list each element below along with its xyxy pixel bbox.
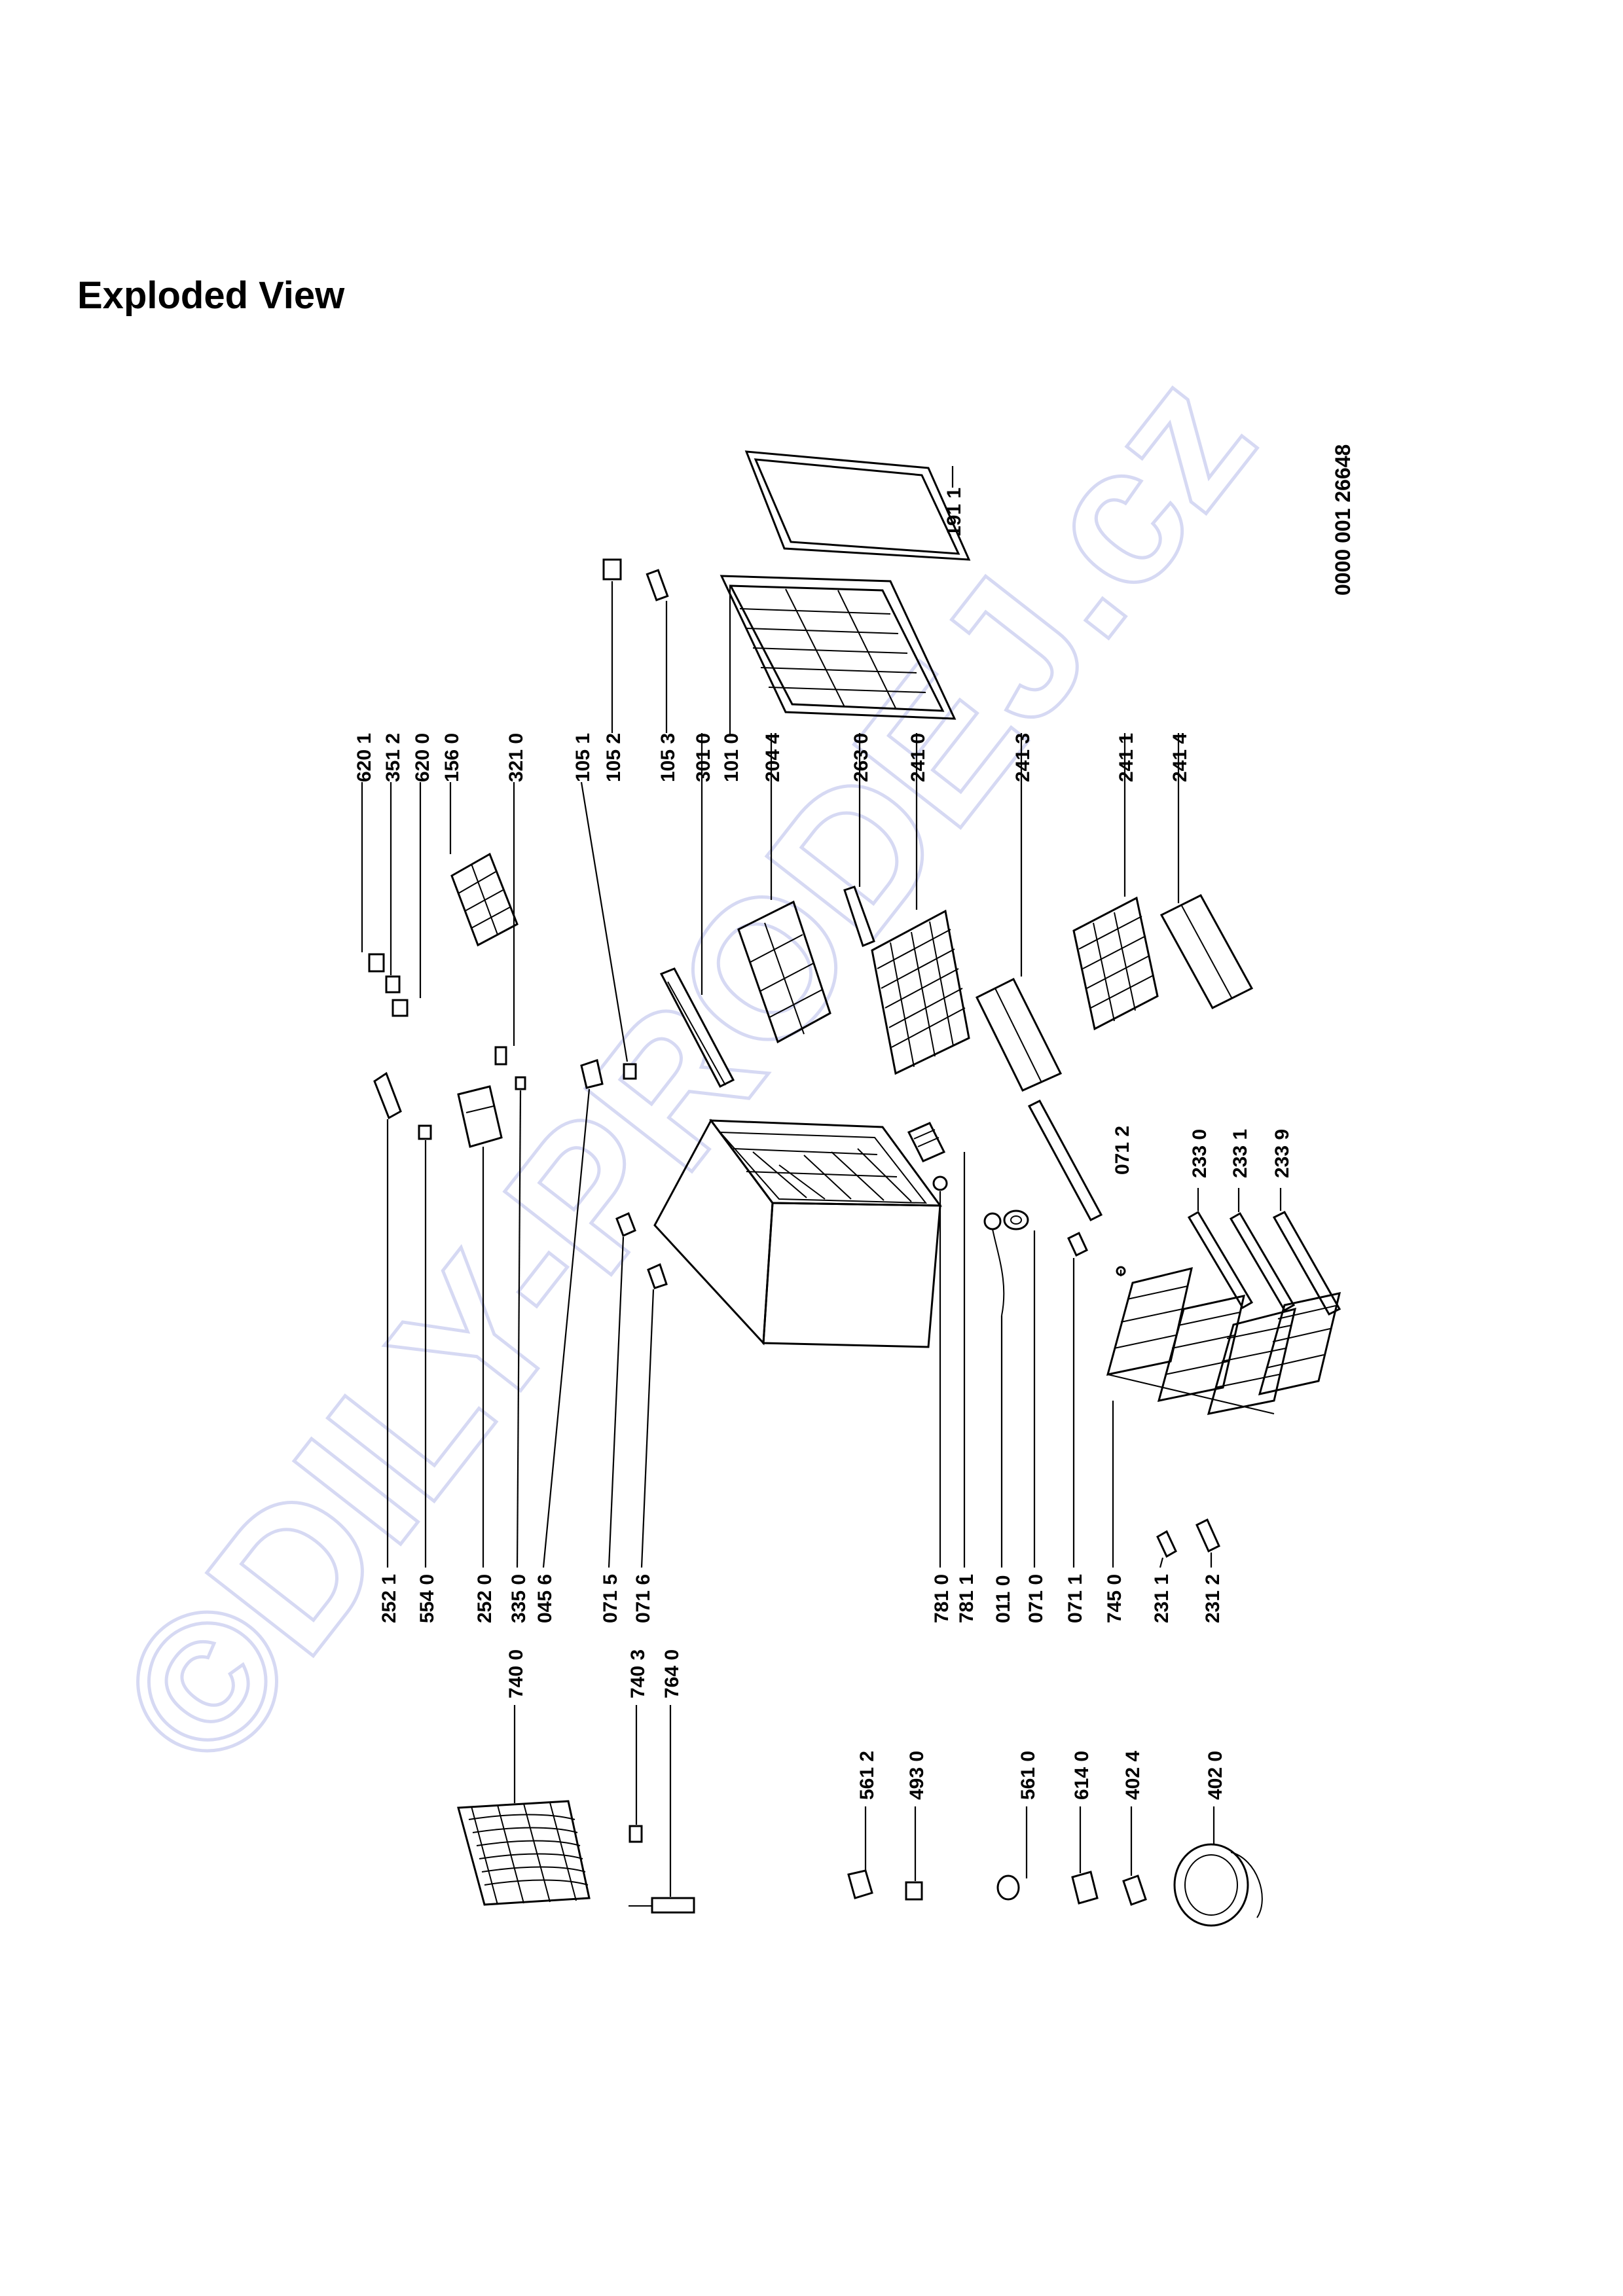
part-252-0 bbox=[457, 1085, 503, 1568]
label-156-0: 156 0 bbox=[441, 733, 463, 782]
label-071-2: 071 2 bbox=[1112, 1126, 1133, 1175]
label-071-0: 071 0 bbox=[1025, 1574, 1047, 1623]
basket-241-0 bbox=[871, 733, 970, 1075]
label-614-0: 614 0 bbox=[1071, 1751, 1093, 1800]
part-263-0 bbox=[843, 733, 875, 948]
label-231-1: 231 1 bbox=[1151, 1574, 1173, 1623]
label-241-3: 241 3 bbox=[1012, 733, 1034, 782]
label-241-0: 241 0 bbox=[907, 733, 929, 782]
knob-071-0 bbox=[1003, 1210, 1036, 1568]
part-620-1 bbox=[361, 782, 385, 973]
bar-071-2 bbox=[1027, 1100, 1126, 1276]
labels-top: 620 1 351 2 620 0 156 0 321 0 105 1 105 … bbox=[354, 488, 1191, 782]
part-561-2 bbox=[847, 1806, 873, 1899]
labels-bottom: 740 0 740 3 764 0 561 2 493 0 561 0 614 … bbox=[505, 1649, 1226, 1800]
part-321-0 bbox=[494, 782, 515, 1066]
label-191-1: 191 1 bbox=[943, 488, 965, 537]
label-071-1: 071 1 bbox=[1065, 1574, 1086, 1623]
label-561-0: 561 0 bbox=[1017, 1751, 1039, 1800]
door-101-0 bbox=[720, 575, 957, 734]
part-493-0 bbox=[905, 1806, 923, 1901]
label-781-1: 781 1 bbox=[956, 1574, 977, 1623]
part-071-6 bbox=[640, 1263, 668, 1568]
page-title: Exploded View bbox=[77, 274, 345, 317]
label-071-6: 071 6 bbox=[632, 1574, 654, 1623]
label-231-2: 231 2 bbox=[1202, 1574, 1224, 1623]
part-231-1 bbox=[1156, 1530, 1177, 1568]
part-231-2 bbox=[1195, 1518, 1220, 1568]
label-252-1: 252 1 bbox=[378, 1574, 400, 1623]
part-105-2 bbox=[602, 558, 622, 733]
label-740-3: 740 3 bbox=[627, 1649, 649, 1698]
label-321-0: 321 0 bbox=[505, 733, 527, 782]
label-233-0: 233 0 bbox=[1189, 1129, 1211, 1178]
label-745-0: 745 0 bbox=[1104, 1574, 1125, 1623]
shelf-233-1 bbox=[1229, 1188, 1296, 1312]
part-781-0 bbox=[932, 1175, 948, 1568]
label-071-5: 071 5 bbox=[600, 1574, 621, 1623]
label-101-0: 101 0 bbox=[721, 733, 742, 782]
labels-middle: 252 1 554 0 252 0 335 0 045 6 071 5 071 … bbox=[378, 1126, 1293, 1623]
label-105-3: 105 3 bbox=[657, 733, 679, 782]
label-301-0: 301 0 bbox=[693, 733, 714, 782]
condenser-740-0 bbox=[457, 1705, 591, 1906]
label-011-0: 011 0 bbox=[993, 1575, 1014, 1623]
part-402-4 bbox=[1122, 1806, 1147, 1906]
label-493-0: 493 0 bbox=[906, 1751, 928, 1800]
part-781-1 bbox=[907, 1122, 966, 1568]
label-241-4: 241 4 bbox=[1169, 733, 1191, 782]
bar-301-0 bbox=[659, 733, 735, 1088]
part-620-0 bbox=[392, 782, 422, 1017]
part-335-0 bbox=[515, 1076, 526, 1568]
label-105-2: 105 2 bbox=[603, 733, 625, 782]
label-045-6: 045 6 bbox=[534, 1574, 556, 1623]
label-740-0: 740 0 bbox=[505, 1649, 527, 1698]
label-252-0: 252 0 bbox=[474, 1574, 496, 1623]
label-620-0: 620 0 bbox=[412, 733, 433, 782]
label-335-0: 335 0 bbox=[508, 1574, 530, 1623]
filter-764-0 bbox=[629, 1705, 695, 1914]
shelf-233-0 bbox=[1187, 1188, 1254, 1310]
label-620-1: 620 1 bbox=[354, 733, 375, 782]
ice-tray-156-0 bbox=[449, 782, 519, 947]
label-351-2: 351 2 bbox=[382, 733, 404, 782]
drawer-204-4 bbox=[737, 733, 831, 1044]
compressor-402-0 bbox=[1173, 1806, 1263, 1927]
part-561-0 bbox=[996, 1806, 1028, 1901]
evaporator-745-0 bbox=[1106, 1266, 1341, 1568]
part-252-1 bbox=[373, 1071, 402, 1568]
label-263-0: 263 0 bbox=[850, 733, 872, 782]
label-554-0: 554 0 bbox=[416, 1574, 438, 1623]
part-071-5 bbox=[608, 1211, 636, 1568]
label-781-0: 781 0 bbox=[931, 1574, 953, 1623]
label-233-9: 233 9 bbox=[1271, 1129, 1293, 1178]
door-seal-191-1 bbox=[744, 450, 971, 561]
label-233-1: 233 1 bbox=[1230, 1129, 1251, 1178]
label-105-1: 105 1 bbox=[572, 733, 594, 782]
label-764-0: 764 0 bbox=[661, 1649, 683, 1698]
part-351-2 bbox=[385, 782, 401, 994]
label-402-4: 402 4 bbox=[1122, 1751, 1144, 1800]
basket-241-1 bbox=[1072, 733, 1159, 1031]
part-045-6 bbox=[542, 1059, 604, 1568]
part-740-3 bbox=[629, 1705, 643, 1843]
label-402-0: 402 0 bbox=[1205, 1751, 1226, 1800]
part-614-0 bbox=[1071, 1806, 1099, 1905]
part-105-1 bbox=[580, 781, 637, 1080]
label-561-2: 561 2 bbox=[856, 1751, 878, 1800]
flap-241-4 bbox=[1159, 733, 1254, 1009]
part-554-0 bbox=[418, 1124, 432, 1568]
flap-241-3 bbox=[975, 733, 1063, 1092]
thermostat-011-0 bbox=[983, 1212, 1005, 1568]
part-105-3 bbox=[646, 569, 669, 733]
shelf-233-9 bbox=[1272, 1188, 1341, 1316]
label-204-4: 204 4 bbox=[762, 733, 784, 782]
drawing-code: 0000 001 26648 bbox=[1331, 444, 1355, 596]
part-071-1 bbox=[1067, 1231, 1088, 1568]
label-241-1: 241 1 bbox=[1116, 733, 1137, 782]
